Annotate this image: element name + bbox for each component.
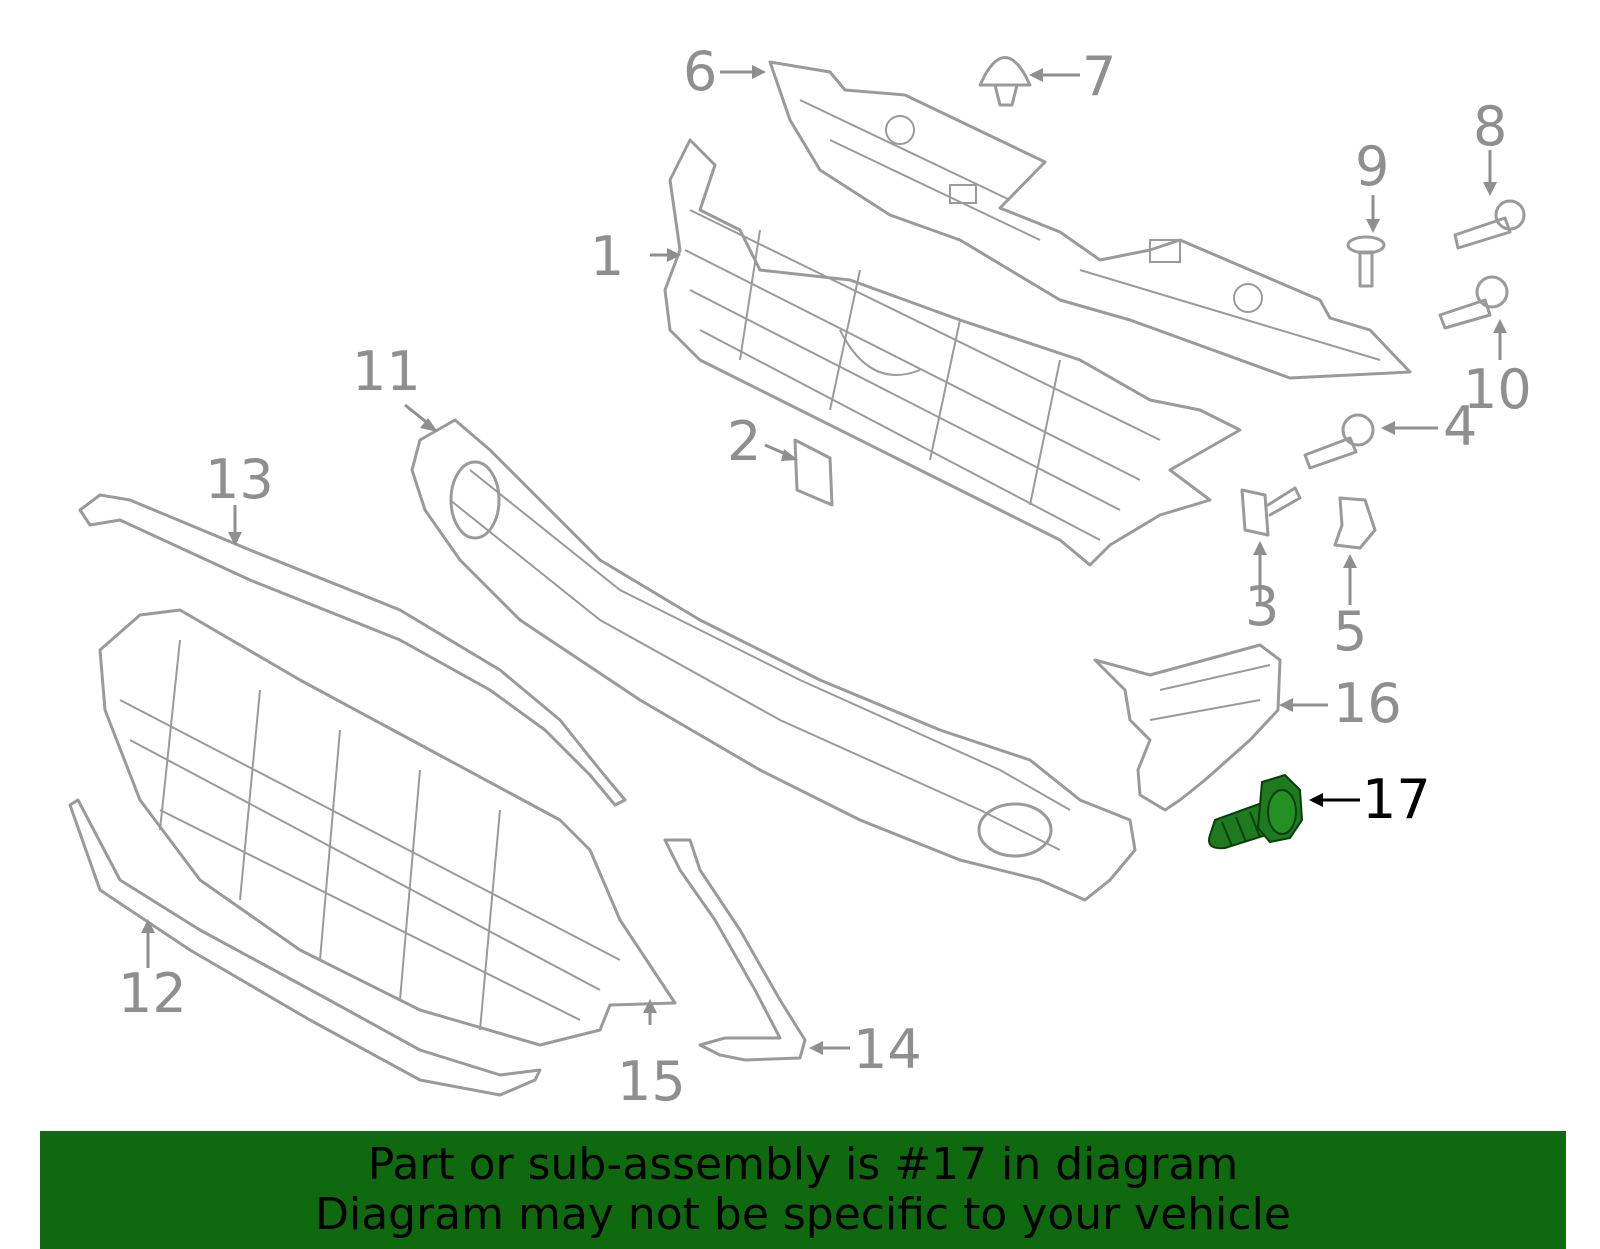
callout-17-highlighted: 17 [1362,768,1431,831]
parts-diagram: 1 2 3 4 5 6 7 8 9 10 11 12 13 14 15 16 1… [68,40,1532,1113]
callout-16: 16 [1333,672,1402,735]
part-4-bolt[interactable] [1303,413,1375,470]
part-15-grille-mesh[interactable] [98,608,677,1047]
part-5-clip[interactable] [1333,496,1377,550]
callout-5: 5 [1333,600,1367,663]
callout-13: 13 [205,448,274,511]
callout-11: 11 [352,340,421,403]
part-12-lower-molding[interactable] [68,798,542,1097]
part-16-side-bracket[interactable] [1093,643,1282,812]
callout-6: 6 [683,40,717,103]
part-14-side-strip[interactable] [663,838,807,1062]
part-3-nut-clip[interactable] [1240,486,1302,537]
part-6-upper-bracket[interactable] [768,60,1412,380]
callout-3: 3 [1245,575,1279,638]
callout-14: 14 [853,1018,922,1081]
banner-line-1: Part or sub-assembly is #17 in diagram [367,1139,1239,1190]
callout-7: 7 [1082,45,1116,108]
part-13-molding[interactable] [78,493,627,807]
callout-leaders [141,65,1507,1055]
part-9-screw[interactable] [1346,235,1386,288]
part-2-pad[interactable] [793,438,834,507]
callout-9: 9 [1355,135,1389,198]
callout-4: 4 [1443,395,1477,458]
banner-line-2: Diagram may not be specific to your vehi… [315,1189,1291,1240]
part-1-grille-carrier[interactable] [663,138,1242,567]
callout-10: 10 [1463,358,1532,421]
callout-12: 12 [118,962,187,1025]
part-10-bolt[interactable] [1438,275,1509,330]
callout-1: 1 [590,225,624,288]
part-8-bolt[interactable] [1453,199,1526,250]
callout-labels: 1 2 3 4 5 6 7 8 9 10 11 12 13 14 15 16 1… [118,40,1532,1113]
callout-8: 8 [1473,95,1507,158]
callout-2: 2 [727,410,761,473]
info-banner: Part or sub-assembly is #17 in diagram D… [40,1131,1566,1249]
part-11-lower-frame[interactable] [410,418,1137,902]
part-17-bolt-highlighted[interactable] [1208,773,1304,850]
callout-15: 15 [617,1050,686,1113]
part-7-push-clip[interactable] [978,56,1032,107]
